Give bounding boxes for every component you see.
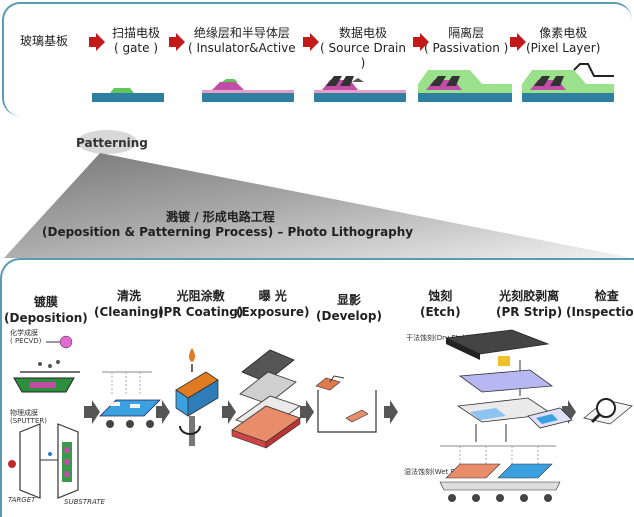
pr-coating-diagram bbox=[175, 348, 219, 446]
inspection-diagram bbox=[583, 398, 633, 425]
process-title-en: (Deposition & Patterning Process) – Phot… bbox=[42, 225, 414, 239]
process-step-cleaning: 清洗(Cleaning) bbox=[94, 289, 164, 319]
wet-etch-label: 湿法蚀刻(Wet Etch) bbox=[404, 468, 469, 476]
process-title-cn: 溅镀 / 形成电路工程 bbox=[166, 210, 275, 224]
source-drain-step-label: 数据电极( Source Drain) bbox=[320, 26, 406, 70]
insulator-layer-diagram bbox=[202, 79, 294, 102]
target-label: TARGET bbox=[8, 496, 36, 504]
pr-strip-diagram bbox=[527, 407, 573, 429]
process-illustrations bbox=[8, 329, 633, 502]
cleaning-diagram bbox=[99, 371, 161, 428]
process-step-pr-strip: 光刻胶剥离(PR Strip) bbox=[496, 289, 563, 319]
dry-etch-diagram bbox=[444, 329, 554, 442]
substrate-small-label: SUBSTRATE bbox=[64, 498, 105, 506]
pixel-step-label: 像素电极(Pixel Layer) bbox=[526, 26, 601, 55]
process-step-pr-coating: 光阻涂敷(PR Coating) bbox=[158, 289, 244, 319]
process-step-develop: 显影(Develop) bbox=[316, 293, 382, 323]
gate-layer-diagram bbox=[92, 88, 164, 102]
gate-step-label: 扫描电极( gate ) bbox=[112, 26, 161, 55]
patterning-label: Patterning bbox=[76, 136, 148, 150]
sputter-label-en: (SPUTTER) bbox=[10, 417, 47, 425]
arrow-right-icon bbox=[169, 33, 185, 51]
pecvd-chamber-diagram bbox=[13, 335, 80, 393]
arrow-right-icon bbox=[413, 33, 429, 51]
insulator-step-label: 绝缘层和半导体层( Insulator&Active bbox=[188, 26, 296, 55]
process-step-deposition: 镀膜(Deposition) bbox=[4, 295, 88, 325]
pecvd-label-cn: 化学成膜 bbox=[10, 329, 38, 337]
process-step-exposure: 曝 光(Exposure) bbox=[236, 289, 310, 319]
sputter-chamber-diagram bbox=[8, 423, 79, 499]
process-step-etch: 蚀刻(Etch) bbox=[420, 289, 461, 319]
bottom-frame bbox=[0, 258, 634, 517]
develop-diagram bbox=[315, 375, 377, 433]
passivation-step-label: 隔离层( Passivation ) bbox=[424, 26, 509, 55]
arrow-right-icon bbox=[303, 33, 319, 51]
sputter-label-cn: 物理成膜 bbox=[10, 409, 38, 417]
layer-cross-sections bbox=[92, 63, 614, 102]
arrow-right-icon bbox=[510, 33, 526, 51]
exposure-diagram bbox=[231, 349, 301, 449]
source-drain-layer-diagram bbox=[314, 76, 406, 102]
wet-etch-diagram bbox=[439, 445, 561, 502]
arrow-right-icon bbox=[89, 33, 105, 51]
substrate-label: 玻璃基板 bbox=[20, 34, 69, 48]
passivation-layer-diagram bbox=[418, 70, 512, 102]
dry-etch-label: 干法蚀刻(Dry Etch) bbox=[406, 334, 470, 342]
patterning-triangle bbox=[4, 130, 632, 258]
pecvd-label-en: ( PECVD) bbox=[10, 337, 42, 345]
top-frame bbox=[2, 2, 632, 116]
pixel-layer-diagram bbox=[522, 63, 614, 102]
process-step-inspection: 检查(Inspection) bbox=[566, 289, 634, 319]
